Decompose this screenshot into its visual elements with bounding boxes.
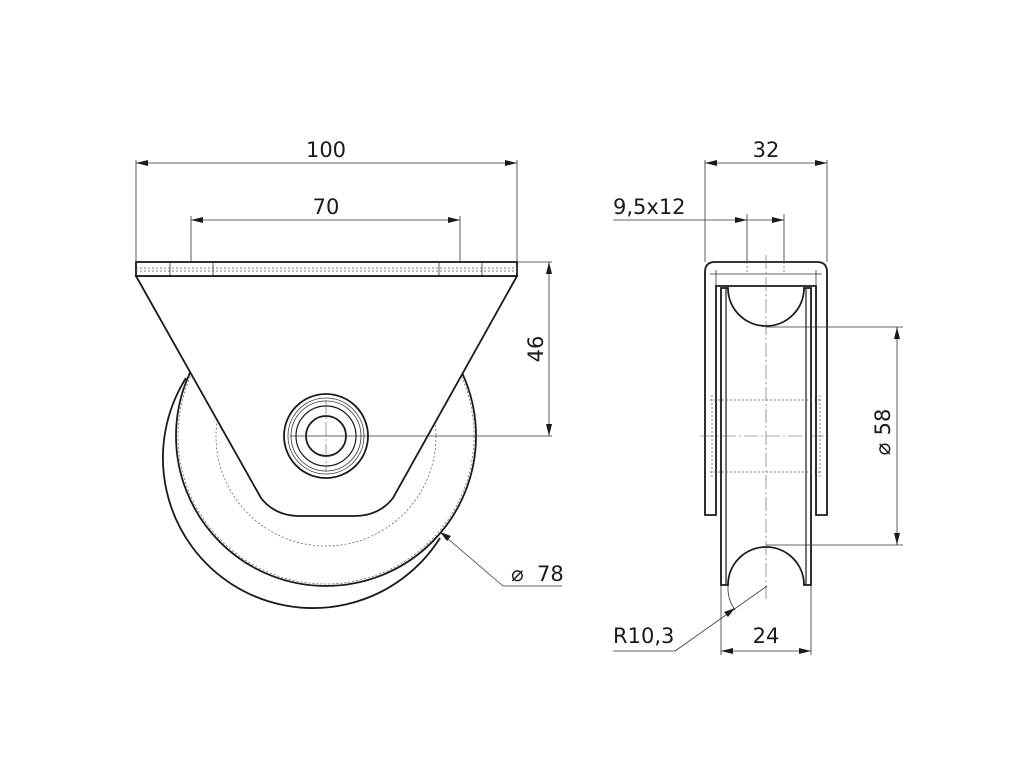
- dimension-axle-height: 46: [517, 261, 552, 436]
- side-view: 32 9,5x12 ⌀ 58 R10,3: [613, 138, 903, 655]
- dimension-plate-width: 32: [704, 138, 828, 262]
- front-view: 100 70 46 ⌀ 78: [134, 138, 564, 609]
- dimension-hole-spacing: 70: [190, 195, 461, 262]
- dimension-groove-diameter-label: 58: [871, 409, 895, 436]
- dimension-plate-width-label: 32: [753, 138, 780, 162]
- dimension-wheel-width: 24: [720, 585, 812, 655]
- dimension-axle-height-label: 46: [524, 336, 548, 363]
- bracket-side-outer: [704, 261, 828, 516]
- dimension-wheel-diameter-symbol: ⌀: [511, 562, 524, 586]
- dimension-groove-diameter-symbol: ⌀: [871, 443, 895, 456]
- dimension-slot-label: 9,5x12: [613, 195, 686, 219]
- dimension-slot: 9,5x12: [613, 195, 785, 262]
- dimension-overall-width-label: 100: [306, 138, 346, 162]
- dimension-wheel-width-label: 24: [753, 624, 780, 648]
- dimension-groove-diameter: ⌀ 58: [766, 326, 903, 546]
- dimension-wheel-diameter: ⌀ 78: [439, 531, 564, 587]
- dimension-groove-radius: R10,3: [613, 585, 768, 652]
- wheel-visible-arc: [162, 377, 441, 609]
- dimension-overall-width: 100: [135, 138, 518, 262]
- dimension-wheel-diameter-label: 78: [537, 562, 564, 586]
- dimension-groove-radius-label: R10,3: [613, 624, 674, 648]
- dimension-hole-spacing-label: 70: [313, 195, 340, 219]
- mounting-plate: [135, 261, 518, 277]
